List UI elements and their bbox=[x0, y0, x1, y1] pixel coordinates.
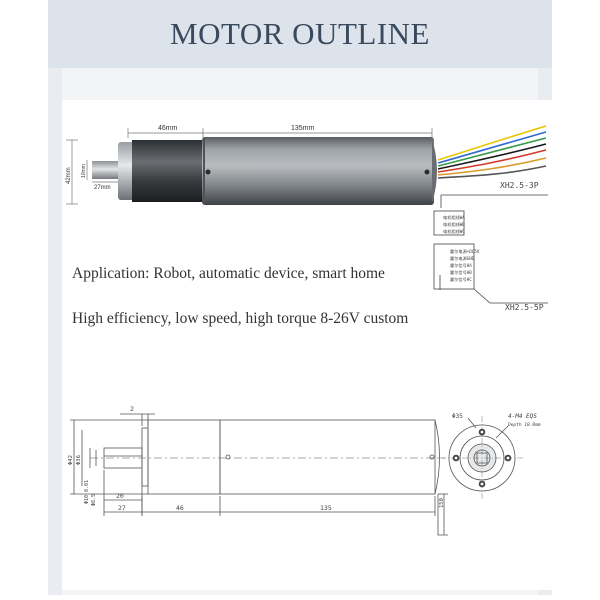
page-title: MOTOR OUTLINE bbox=[170, 16, 430, 51]
features-text: High efficiency, low speed, high torque … bbox=[72, 310, 409, 327]
content-area bbox=[62, 100, 552, 590]
title-bar: MOTOR OUTLINE bbox=[48, 0, 552, 68]
application-text: Application: Robot, automatic device, sm… bbox=[72, 265, 385, 282]
